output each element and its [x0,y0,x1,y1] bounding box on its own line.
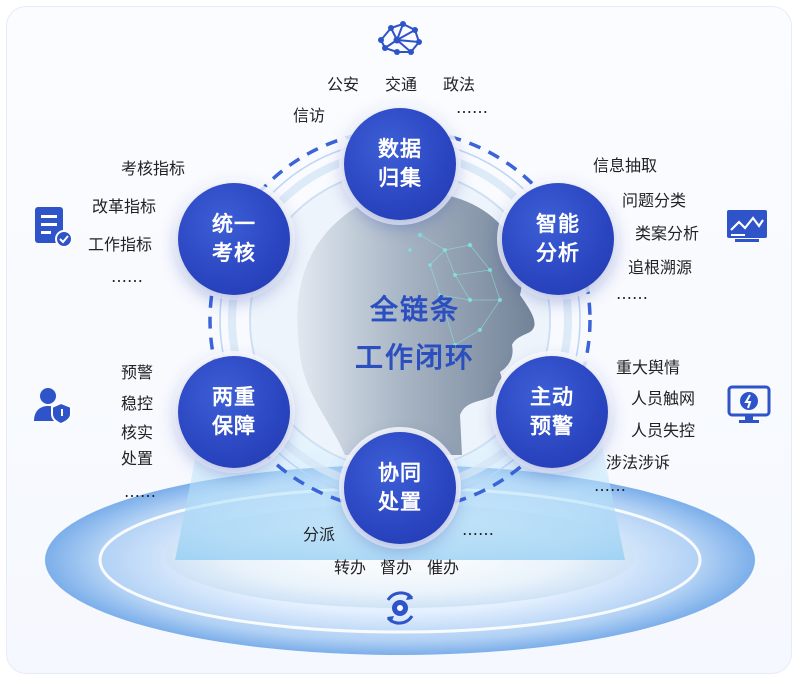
node-label-line2: 考核 [212,241,256,265]
guarantee-item: 核实 [121,423,154,442]
node-unified-assessment[interactable]: 统一 考核 [178,183,290,295]
node-dual-guarantee[interactable]: 两重 保障 [178,356,290,468]
data-source-item: …… [456,98,488,117]
node-label-line1: 智能 [536,212,580,236]
neural-network-icon [378,21,422,55]
monitor-chart-icon [727,210,767,242]
analysis-item: 问题分类 [622,191,687,210]
handling-item: 分派 [303,525,336,544]
assessment-item: …… [111,267,143,286]
assessment-item: 工作指标 [88,235,153,254]
data-source-item: 信访 [293,106,326,125]
data-source-item: 交通 [385,75,418,94]
handling-item: 督办 [380,558,413,577]
warning-item: 人员触网 [631,389,696,408]
guarantee-item: …… [124,482,156,501]
head-silhouette [297,192,535,455]
node-label-line2: 处置 [378,490,422,514]
node-label-line1: 主动 [530,385,574,409]
node-coordinated-handling[interactable]: 协同 处置 [344,432,456,544]
guarantee-item: 处置 [121,449,154,468]
center-title: 全链条 工作闭环 [330,286,500,382]
handling-item: …… [462,520,494,539]
cycle-gear-icon [386,591,414,625]
node-label-line1: 协同 [378,461,422,485]
alert-monitor-icon [727,385,771,423]
node-label-line2: 保障 [212,414,256,438]
center-title-line1: 全链条 [369,293,460,326]
assessment-item: 改革指标 [92,197,157,216]
warning-item: 涉法涉诉 [606,453,671,472]
analysis-item: 类案分析 [635,224,700,243]
data-source-item: 政法 [443,75,476,94]
center-title-line2: 工作闭环 [354,341,475,374]
checklist-document-icon [35,207,73,248]
user-shield-icon [34,388,72,425]
node-label-line2: 归集 [378,166,422,190]
node-active-warning[interactable]: 主动 预警 [496,356,608,468]
node-label-line1: 统一 [212,212,256,236]
analysis-item: 追根溯源 [628,258,693,277]
analysis-item: 信息抽取 [593,156,658,175]
assessment-item: 考核指标 [121,159,186,178]
neural-links [419,234,501,346]
node-label-line2: 分析 [536,241,580,265]
node-data-collection[interactable]: 数据 归集 [344,108,456,220]
guarantee-item: 稳控 [121,394,154,413]
warning-item: 人员失控 [631,421,696,440]
node-label-line1: 数据 [378,137,422,161]
handling-item: 催办 [427,558,460,577]
node-label-line1: 两重 [212,385,256,409]
node-smart-analysis[interactable]: 智能 分析 [502,183,614,295]
node-label-line2: 预警 [530,414,574,438]
guarantee-item: 预警 [121,363,154,382]
handling-item: 转办 [334,558,367,577]
warning-item: …… [594,476,626,495]
data-source-item: 公安 [327,75,360,94]
warning-item: 重大舆情 [616,358,681,377]
analysis-item: …… [616,284,648,303]
